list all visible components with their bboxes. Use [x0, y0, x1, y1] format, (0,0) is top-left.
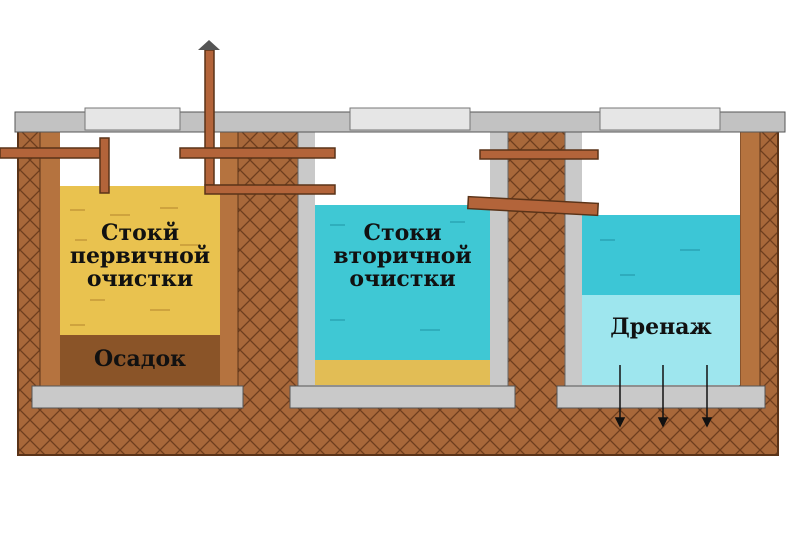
base-slab-2 — [289, 385, 516, 409]
base-slab-1 — [31, 385, 244, 409]
chamber2-line3: очистки — [349, 266, 456, 293]
vent-cap-icon — [198, 40, 220, 50]
chamber2-line2: вторичной — [333, 243, 472, 270]
chamber3-drain — [582, 295, 740, 385]
vent-pipe — [204, 49, 215, 186]
chamber3-air — [582, 130, 740, 216]
base-slab-3 — [556, 385, 766, 409]
chamber3-rightwall — [739, 127, 761, 389]
chamber2-label: Стоки вторичной очистки — [315, 220, 490, 293]
chamber2-air — [315, 130, 490, 206]
chamber1-line1: Стокй — [100, 220, 180, 246]
chamber1-line3: очистки — [86, 266, 194, 293]
transfer-pipe-1 — [179, 147, 336, 159]
chamber1-air — [60, 130, 220, 188]
chamber2-sediment — [315, 360, 490, 385]
drain-label: Дренаж — [610, 314, 712, 340]
chamber1-line2: первичной — [69, 243, 211, 270]
chamber2-water — [315, 205, 490, 362]
chamber2-line1: Стоки — [363, 220, 442, 246]
sediment-label: Осадок — [93, 346, 187, 372]
inlet-pipe — [0, 147, 101, 159]
chamber1-sediment — [60, 335, 220, 385]
chamber1-label: Стокй первичной очистки — [60, 220, 220, 293]
chamber3-water — [582, 215, 740, 297]
chamber1-effluent — [60, 186, 220, 336]
drain-arrows — [614, 365, 713, 428]
transfer-pipe-2 — [479, 149, 599, 160]
